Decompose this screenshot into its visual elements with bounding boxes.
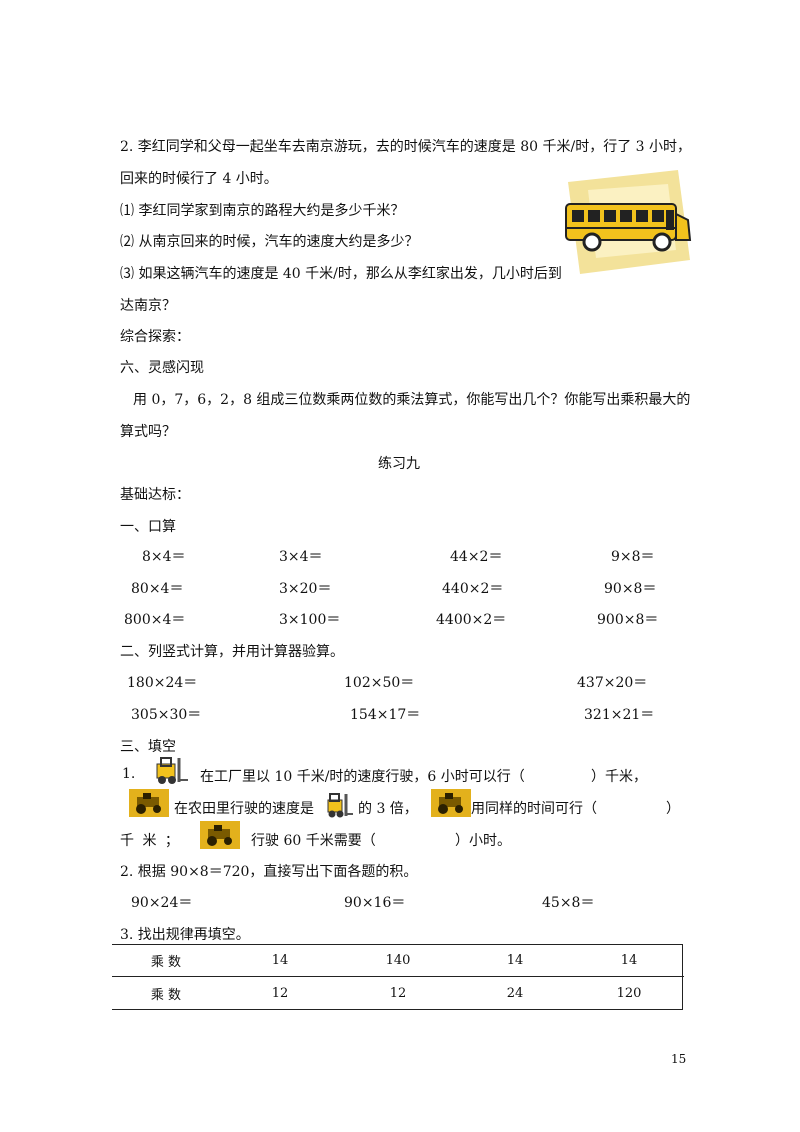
table-row: 乘 数 14 140 14 14 xyxy=(112,944,684,977)
oral-item: 9×8＝ xyxy=(611,549,655,565)
vertical-item: 102×50＝ xyxy=(344,675,415,691)
vertical-item: 305×30＝ xyxy=(131,707,202,723)
exercise-title: 练习九 xyxy=(378,456,420,472)
vertical-item: 154×17＝ xyxy=(350,707,421,723)
table-cell: 120 xyxy=(616,985,642,1001)
pattern-table: 乘 数 14 140 14 14 乘 数 12 12 24 120 xyxy=(112,944,684,1009)
table-cell: 12 xyxy=(271,985,289,1001)
fill-q1-text-b-end: ） xyxy=(666,801,680,817)
tractor-icon xyxy=(431,789,471,817)
fill-q1-text-b2: 的 3 倍， xyxy=(358,801,418,817)
explore-heading: 综合探索： xyxy=(120,329,190,345)
oral-item: 44×2＝ xyxy=(450,549,503,565)
oral-item: 3×100＝ xyxy=(279,612,341,628)
forklift-icon xyxy=(156,757,188,784)
table-row: 乘 数 12 12 24 120 xyxy=(112,977,684,1010)
vertical-item: 321×21＝ xyxy=(584,707,655,723)
oral-item: 90×8＝ xyxy=(604,581,657,597)
oral-item: 3×4＝ xyxy=(279,549,323,565)
school-bus-icon xyxy=(565,170,692,274)
fill-q1-text-a: 在工厂里以 10 千米/时的速度行驶，6 小时可以行（ xyxy=(200,769,525,785)
page-number: 15 xyxy=(671,1052,687,1066)
fill-q1-text-a-end: ）千米， xyxy=(591,769,647,785)
vertical-title: 二、列竖式计算，并用计算器验算。 xyxy=(120,644,344,660)
vertical-item: 180×24＝ xyxy=(127,675,198,691)
oral-item: 440×2＝ xyxy=(442,581,504,597)
q2-sub2: ⑵ 从南京回来的时候，汽车的速度大约是多少？ xyxy=(120,234,419,250)
section6-line1: 用 0，7，6，2，8 组成三位数乘两位数的乘法算式，你能写出几个？你能写出乘积… xyxy=(133,392,691,408)
fill-q1-text-c-start: 千 米 ； xyxy=(120,833,179,849)
tractor-icon xyxy=(200,821,240,849)
table-cell: 24 xyxy=(506,985,524,1001)
table-cell-label: 乘 数 xyxy=(150,987,182,1003)
oral-item: 900×8＝ xyxy=(597,612,659,628)
fill-q1-text-c: 行驶 60 千米需要（ xyxy=(251,833,376,849)
oral-item: 8×4＝ xyxy=(142,549,186,565)
table-cell: 14 xyxy=(220,944,340,977)
forklift-icon xyxy=(327,793,353,818)
q2-line2: 回来的时候行了 4 小时。 xyxy=(120,171,278,187)
fill-q3: 3. 找出规律再填空。 xyxy=(120,927,250,943)
fill-title: 三、填空 xyxy=(120,739,176,755)
fill-q2-item: 90×24＝ xyxy=(131,895,193,911)
tractor-icon xyxy=(129,789,169,817)
oral-item: 80×4＝ xyxy=(131,581,184,597)
table-cell: 140 xyxy=(340,944,456,977)
fill-q1-text-b3: 用同样的时间可行（ xyxy=(471,801,597,817)
table-cell: 12 xyxy=(389,985,407,1001)
fill-q1-text-b: 在农田里行驶的速度是 xyxy=(174,801,314,817)
basic-heading: 基础达标： xyxy=(120,487,190,503)
oral-title: 一、口算 xyxy=(120,519,176,535)
fill-q2: 2. 根据 90×8＝720，直接写出下面各题的积。 xyxy=(120,864,418,880)
q2-sub3: ⑶ 如果这辆汽车的速度是 40 千米/时，那么从李红家出发，几小时后到 xyxy=(120,266,562,282)
fill-q1-number: 1. xyxy=(122,766,136,782)
table-cell: 14 xyxy=(574,944,684,977)
section6-title: 六、灵感闪现 xyxy=(120,360,204,376)
section6-line2: 算式吗？ xyxy=(120,424,176,440)
oral-item: 4400×2＝ xyxy=(436,612,507,628)
oral-item: 3×20＝ xyxy=(279,581,332,597)
q2-sub3-cont: 达南京？ xyxy=(120,298,176,314)
fill-q2-item: 90×16＝ xyxy=(344,895,406,911)
fill-q1-text-c-end: ）小时。 xyxy=(455,833,511,849)
table-cell: 14 xyxy=(456,944,574,977)
table-cell-label: 乘 数 xyxy=(112,944,220,977)
vertical-item: 437×20＝ xyxy=(577,675,648,691)
oral-item: 800×4＝ xyxy=(124,612,186,628)
q2-line1: 2. 李红同学和父母一起坐车去南京游玩，去的时候汽车的速度是 80 千米/时，行… xyxy=(120,139,692,155)
q2-sub1: ⑴ 李红同学家到南京的路程大约是多少千米？ xyxy=(120,203,405,219)
fill-q2-item: 45×8＝ xyxy=(542,895,595,911)
